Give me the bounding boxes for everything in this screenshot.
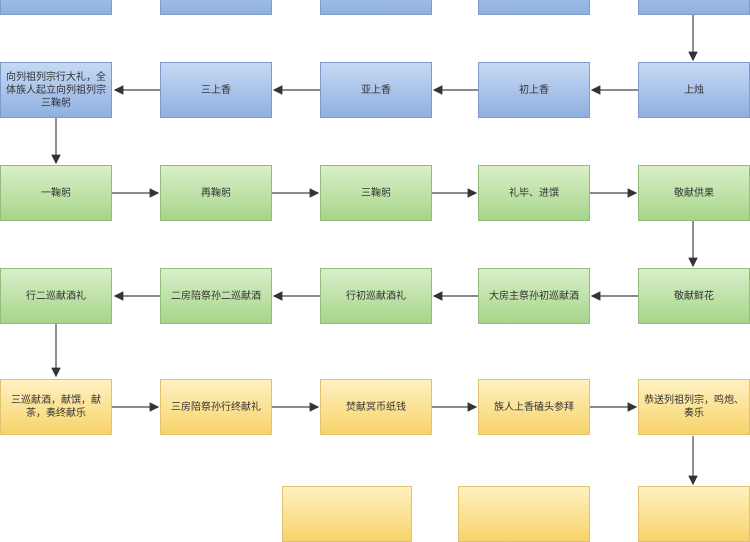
flow-node: 向列祖列宗行大礼，全体族人起立向列祖列宗三鞠躬 — [0, 62, 112, 118]
flow-node: 三上香 — [160, 62, 272, 118]
flow-node: 行二巡献酒礼 — [0, 268, 112, 324]
flow-node — [638, 486, 750, 542]
flow-node: 恭送列祖列宗，鸣炮、奏乐 — [638, 379, 750, 435]
flow-node: 敬献鲜花 — [638, 268, 750, 324]
flow-node: 三房陪祭孙行终献礼 — [160, 379, 272, 435]
flow-node — [0, 0, 112, 15]
flow-node: 焚献冥币纸钱 — [320, 379, 432, 435]
flow-node: 族人上香磕头参拜 — [478, 379, 590, 435]
flow-node: 行初巡献酒礼 — [320, 268, 432, 324]
flow-node — [282, 486, 412, 542]
flow-node: 三鞠躬 — [320, 165, 432, 221]
flow-node — [458, 486, 590, 542]
flow-node: 三巡献酒，献馔，献茶，奏终献乐 — [0, 379, 112, 435]
flow-node: 再鞠躬 — [160, 165, 272, 221]
flow-node: 亚上香 — [320, 62, 432, 118]
flow-node: 上烛 — [638, 62, 750, 118]
flow-node — [320, 0, 432, 15]
flow-node: 初上香 — [478, 62, 590, 118]
flow-node — [478, 0, 590, 15]
flow-node: 大房主祭孙初巡献酒 — [478, 268, 590, 324]
flow-node — [160, 0, 272, 15]
flow-node — [638, 0, 750, 15]
flow-node: 礼毕、进馔 — [478, 165, 590, 221]
connector-layer — [51, 15, 698, 486]
flow-node: 敬献供果 — [638, 165, 750, 221]
flow-node: 一鞠躬 — [0, 165, 112, 221]
flow-node: 二房陪祭孙二巡献酒 — [160, 268, 272, 324]
